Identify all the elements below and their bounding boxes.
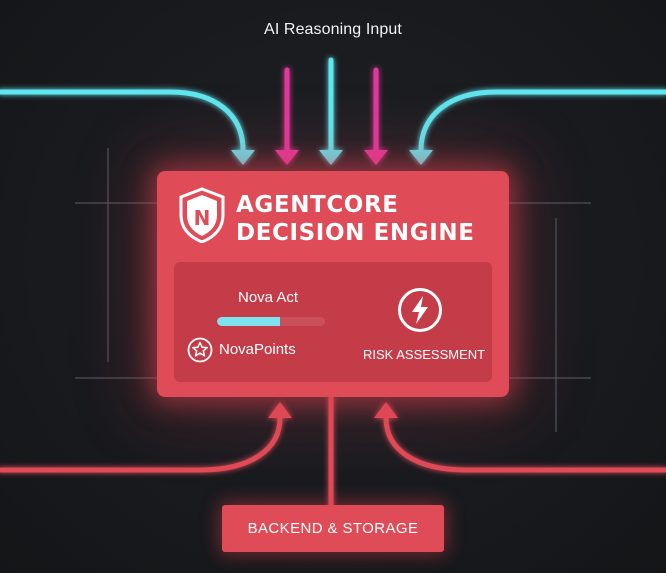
backend-storage-box: BACKEND & STORAGE: [222, 505, 444, 552]
backend-storage-label: BACKEND & STORAGE: [247, 520, 419, 537]
feedback-arrow-right: [383, 415, 666, 473]
arrowhead-feedback-right: [374, 402, 398, 418]
feedback-arrow-left: [0, 415, 283, 473]
novapoints-label: NovaPoints: [219, 341, 296, 358]
grid-lines: [75, 148, 591, 432]
risk-assessment-label: RISK ASSESSMENT: [363, 347, 486, 362]
nova-act-progress-bar: [217, 317, 325, 326]
arrowhead-left: [231, 150, 255, 165]
input-arrow-left: [0, 89, 246, 153]
input-arrow-right: [418, 89, 666, 153]
logo-letter: N: [194, 206, 211, 230]
nova-act-label: Nova Act: [238, 289, 299, 306]
lightning-icon: [398, 288, 442, 332]
nova-act-progress-fill: [217, 317, 280, 326]
engine-title-line2: DECISION ENGINE: [236, 220, 475, 246]
arrowhead-magenta-right: [364, 150, 388, 165]
engine-title-line1: AGENTCORE: [236, 192, 399, 218]
decision-engine-card: N AGENTCORE DECISION ENGINE Nova Act Nov…: [157, 171, 509, 397]
arrowhead-magenta-left: [275, 150, 299, 165]
arrowhead-center: [319, 150, 343, 165]
star-icon: [187, 337, 213, 363]
engine-detail-panel: Nova Act NovaPoints RISK ASSESSMENT: [174, 262, 492, 382]
arrowhead-feedback-left: [268, 402, 292, 418]
shield-icon: N: [179, 187, 225, 243]
top-label: AI Reasoning Input: [264, 21, 402, 38]
arrowhead-right: [409, 150, 433, 165]
